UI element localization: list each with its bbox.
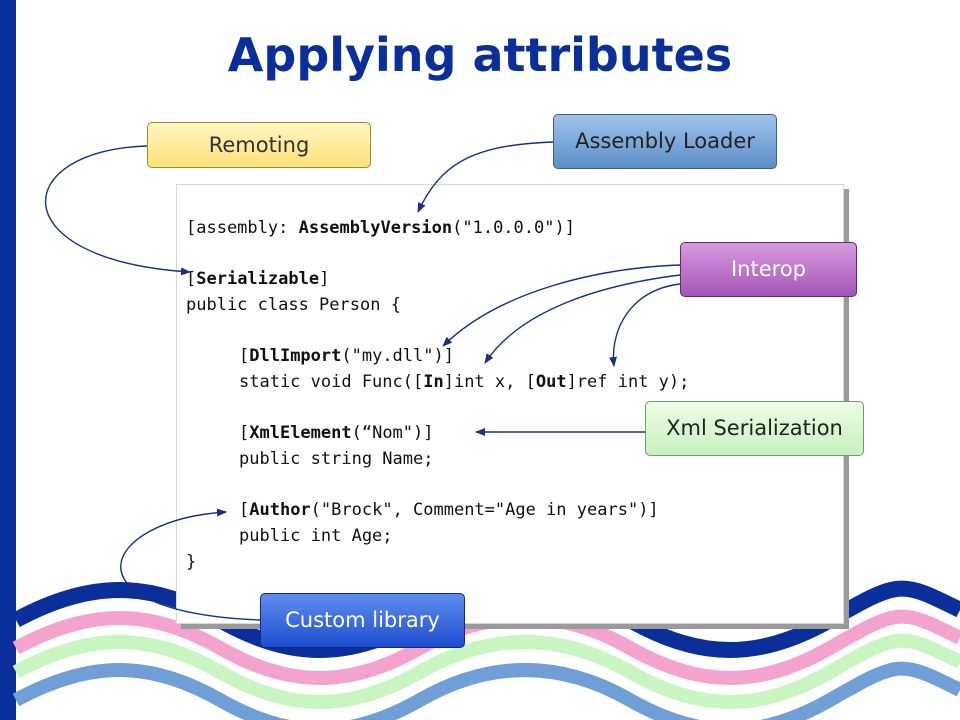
slide-title: Applying attributes xyxy=(227,28,733,82)
code-line-dllimport: [DllImport("my.dll")] xyxy=(239,346,454,366)
callout-assembly-loader: Assembly Loader xyxy=(553,114,777,169)
code-line-serializable: [Serializable] xyxy=(186,269,330,289)
callout-custom-library: Custom library xyxy=(260,593,465,648)
wave-green xyxy=(12,633,960,709)
callout-remoting: Remoting xyxy=(147,122,371,168)
code-line-class: public class Person { xyxy=(186,295,401,315)
code-line-age: public int Age; xyxy=(239,526,393,546)
callout-xml-serialization: Xml Serialization xyxy=(645,401,864,456)
callout-interop: Interop xyxy=(680,242,857,297)
code-line-close-brace: } xyxy=(186,552,197,572)
code-line-assembly: [assembly: AssemblyVersion("1.0.0.0")] xyxy=(186,218,575,238)
left-accent-bar xyxy=(0,0,16,720)
code-line-func: static void Func([In]int x, [Out]ref int… xyxy=(239,372,690,392)
code-line-author: [Author("Brock", Comment="Age in years")… xyxy=(239,500,659,520)
code-line-xmlelement: [XmlElement(“Nom")] xyxy=(239,423,434,443)
wave-blue xyxy=(12,661,960,720)
code-line-name: public string Name; xyxy=(239,449,434,469)
